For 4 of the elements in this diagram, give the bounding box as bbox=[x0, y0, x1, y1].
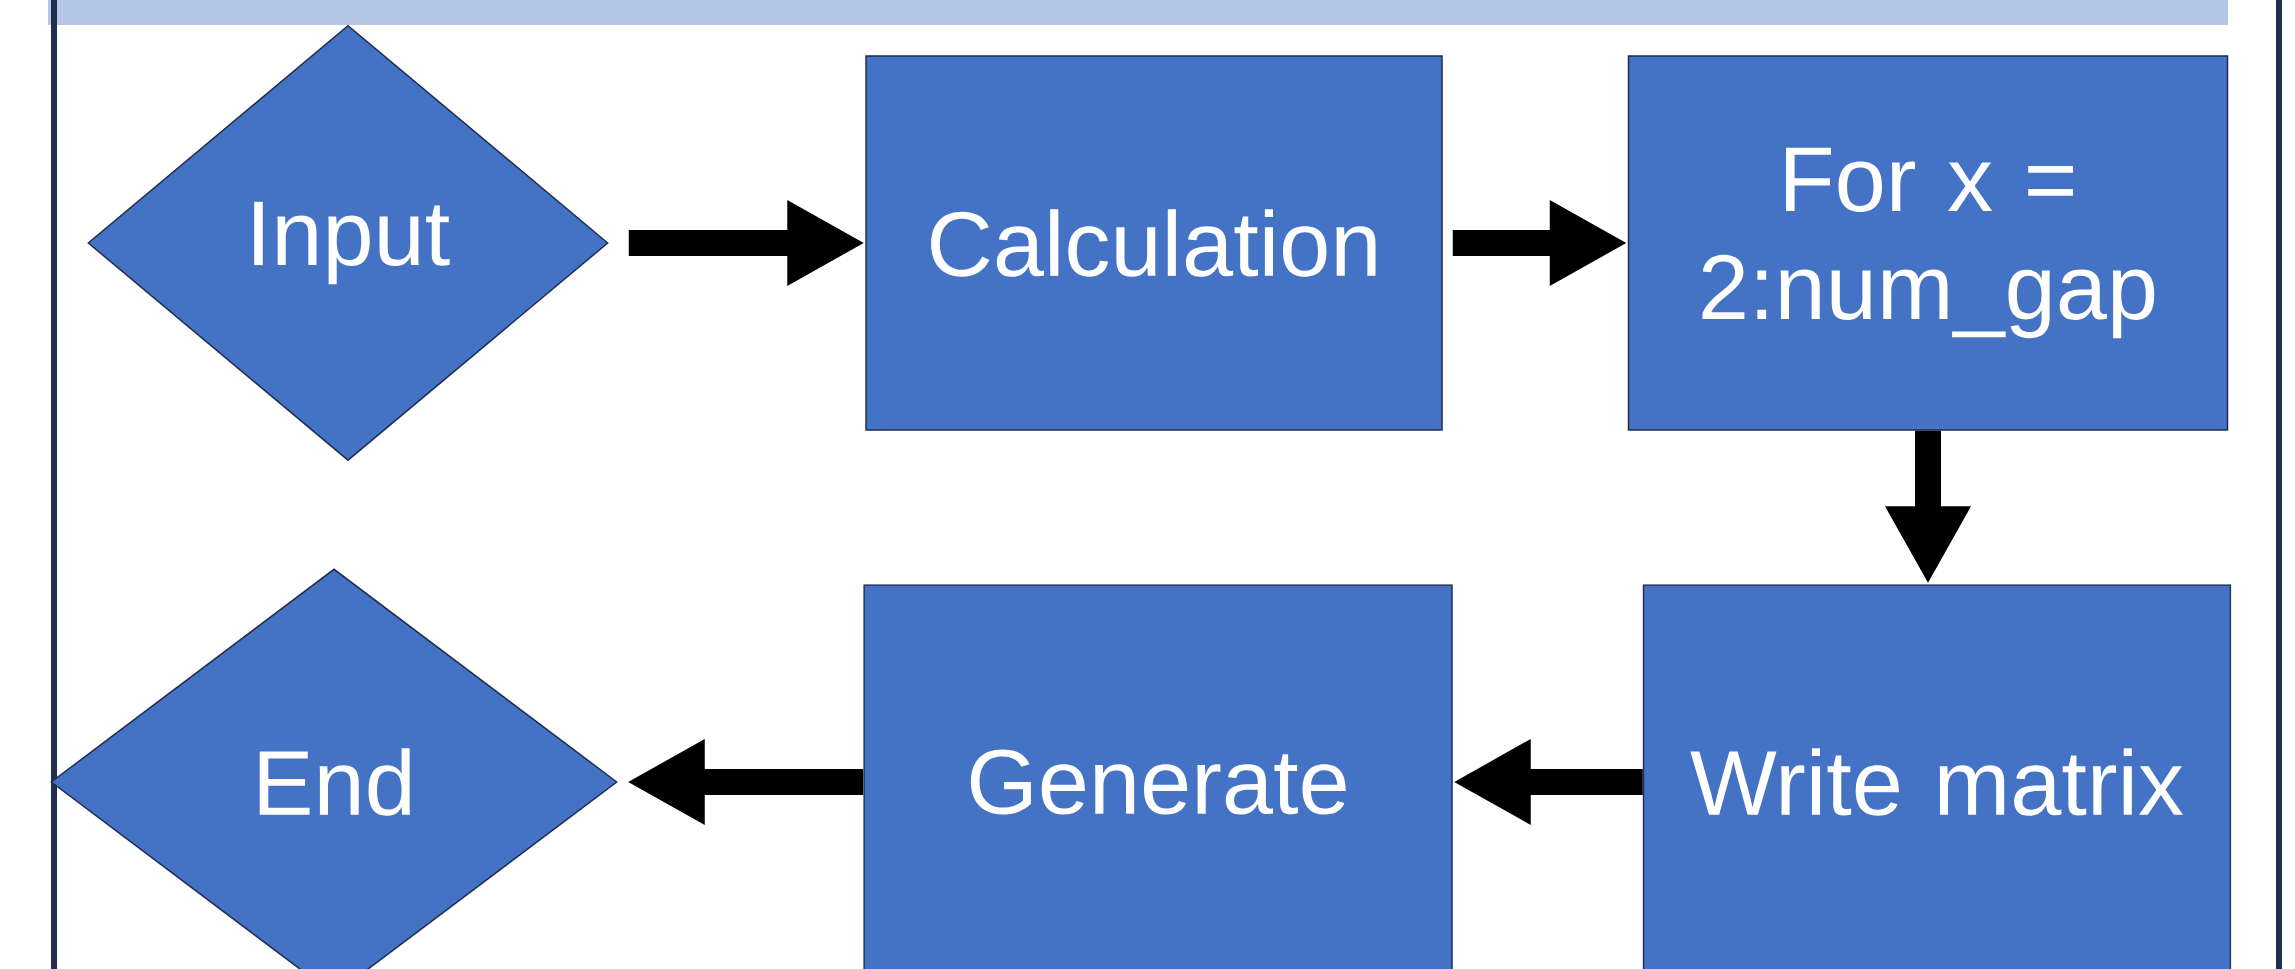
process-box: Write matrix bbox=[1642, 584, 2232, 969]
process-box: Generate bbox=[863, 584, 1453, 969]
process-box: For x = 2:num_gap bbox=[1627, 55, 2229, 431]
process-box: Calculation bbox=[865, 55, 1443, 431]
